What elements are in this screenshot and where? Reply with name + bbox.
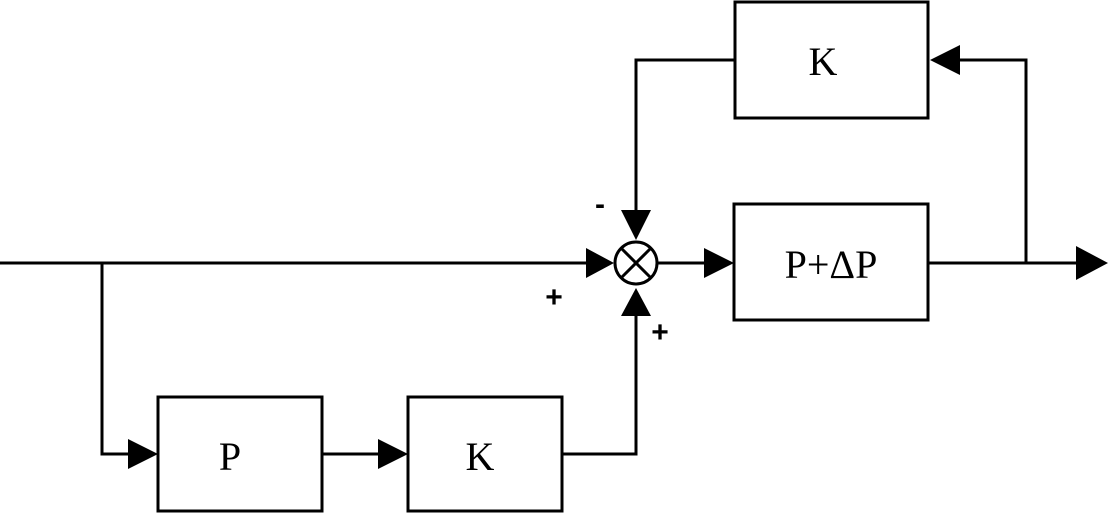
branch-to-model-line (100, 263, 132, 456)
feedforward-arrow (621, 288, 651, 316)
model-input-arrow (128, 439, 158, 469)
summing-cross-b (619, 246, 653, 280)
plant-perturbed-block-label: P+ΔP (785, 242, 878, 287)
summing-junction (613, 240, 659, 286)
feedback-arrow (621, 210, 651, 240)
feedback-block-label: K (809, 39, 838, 84)
feedback-sign: - (595, 188, 605, 221)
controller-block-label: K (466, 434, 495, 479)
model-block-label: P (219, 434, 241, 479)
output-arrow (1076, 246, 1108, 280)
input-sign: + (545, 281, 563, 314)
input-arrow (586, 248, 614, 278)
feedback-return-line (958, 58, 1028, 263)
feedforward-line (562, 316, 638, 456)
controller-input-arrow (378, 439, 408, 469)
controller-block (406, 395, 564, 513)
feedforward-sign: + (651, 316, 669, 349)
plant-input-arrow (704, 248, 734, 278)
feedback-block (733, 0, 930, 120)
feedback-to-junction-line (634, 58, 735, 212)
feedback-block-input-arrow (930, 45, 960, 75)
